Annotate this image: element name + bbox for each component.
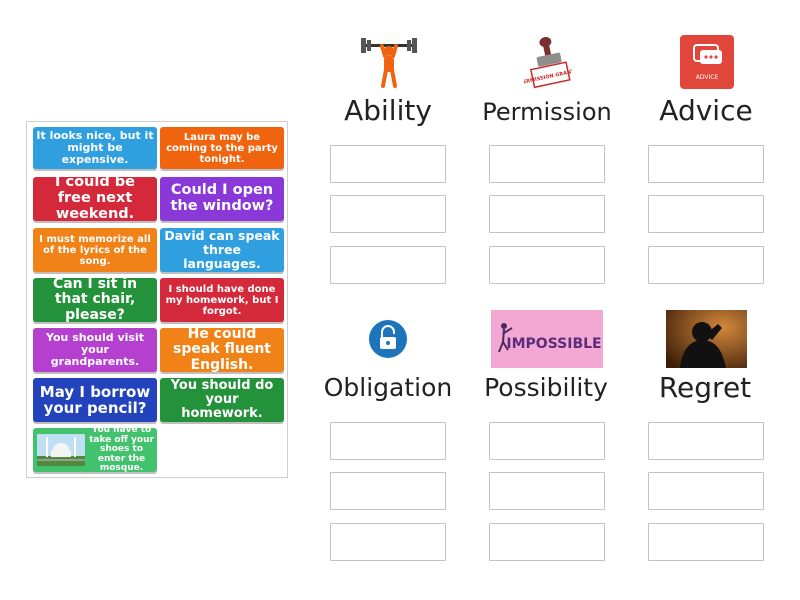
stamp-icon: PERMISSION GRANTED xyxy=(524,37,572,89)
drop-slot-advice-1[interactable] xyxy=(648,145,764,183)
card-david-can-speak[interactable]: David can speak three languages. xyxy=(160,228,284,272)
drop-slot-possibility-3[interactable] xyxy=(489,523,605,561)
card-i-must-memorize[interactable]: I must memorize all of the lyrics of the… xyxy=(33,228,157,272)
drop-slot-regret-2[interactable] xyxy=(648,472,764,510)
drop-slot-permission-1[interactable] xyxy=(489,145,605,183)
card-you-have-to-take-off[interactable]: You have to take off your shoes to enter… xyxy=(33,426,157,473)
drop-slot-ability-2[interactable] xyxy=(330,195,446,233)
card-laura-may-be-coming[interactable]: Laura may be coming to the party tonight… xyxy=(160,127,284,169)
card-i-should-have-done[interactable]: I should have done my homework, but I fo… xyxy=(160,278,284,322)
drop-slot-obligation-1[interactable] xyxy=(330,422,446,460)
card-he-could-speak[interactable]: He could speak fluent English. xyxy=(160,326,284,372)
impossible-banner-icon: IMPOSSIBLE xyxy=(491,310,603,368)
drop-slot-permission-3[interactable] xyxy=(489,246,605,284)
advice-label: ADVICE xyxy=(696,74,719,81)
drop-slot-ability-3[interactable] xyxy=(330,246,446,284)
category-title-ability: Ability xyxy=(344,94,432,127)
card-can-i-sit[interactable]: Can I sit in that chair, please? xyxy=(33,276,157,322)
drop-slot-regret-1[interactable] xyxy=(648,422,764,460)
category-title-advice: Advice xyxy=(659,94,753,127)
regret-person-icon xyxy=(666,310,747,368)
drop-slot-ability-1[interactable] xyxy=(330,145,446,183)
category-title-regret: Regret xyxy=(658,371,752,404)
category-title-permission: Permission xyxy=(482,98,612,126)
drop-slot-advice-2[interactable] xyxy=(648,195,764,233)
drop-slot-regret-3[interactable] xyxy=(648,523,764,561)
drop-slot-obligation-3[interactable] xyxy=(330,523,446,561)
drop-slot-obligation-2[interactable] xyxy=(330,472,446,510)
mosque-icon xyxy=(37,434,85,466)
card-you-should-visit[interactable]: You should visit your grandparents. xyxy=(33,328,157,372)
card-may-i-borrow[interactable]: May I borrow your pencil? xyxy=(33,378,157,422)
category-title-obligation: Obligation xyxy=(323,373,453,402)
card-bank: It looks nice, but it might be expensive… xyxy=(26,121,288,478)
padlock-icon xyxy=(369,320,407,358)
card-you-should-do[interactable]: You should do your homework. xyxy=(160,378,284,422)
drop-slot-permission-2[interactable] xyxy=(489,195,605,233)
drop-slot-possibility-2[interactable] xyxy=(489,472,605,510)
card-i-could-be-free[interactable]: I could be free next weekend. xyxy=(33,174,157,222)
card-it-looks-nice[interactable]: It looks nice, but it might be expensive… xyxy=(33,127,157,169)
advice-chat-icon: ADVICE xyxy=(680,35,734,89)
impossible-label: IMPOSSIBLE xyxy=(506,336,601,352)
category-title-possibility: Possibility xyxy=(484,373,608,402)
weightlifter-icon xyxy=(361,38,417,88)
drop-slot-possibility-1[interactable] xyxy=(489,422,605,460)
drop-slot-advice-3[interactable] xyxy=(648,246,764,284)
card-could-i-open-window[interactable]: Could I open the window? xyxy=(160,177,284,221)
